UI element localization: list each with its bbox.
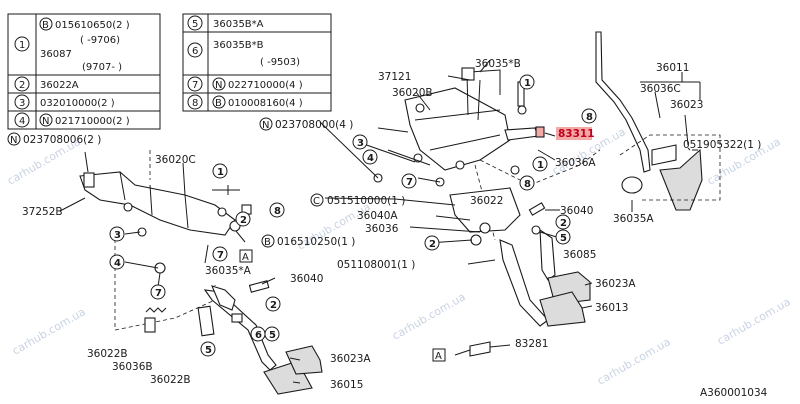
washer-marker: C [313,196,320,207]
part-number: 015610650(2 ) [55,20,130,31]
nut-marker: N [215,80,222,91]
callout-number: 5 [205,345,212,356]
part-label: 36013 [595,302,628,314]
diagram-code: A360001034 [700,387,768,399]
part-label: 36022B [150,374,191,386]
part-label: 36035*A [205,265,252,277]
part-number: (9707- ) [82,62,122,73]
part-label: 36020C [155,154,196,166]
part-label: 36020B [392,87,433,99]
callout-number: 3 [357,138,364,149]
part-label: 051510000(1 ) [327,195,405,207]
callout-number: 4 [114,258,121,269]
callout-number: 8 [274,206,281,217]
part-number: 010008160(4 ) [228,98,303,109]
part-label: 36011 [656,62,689,74]
bolt-marker: B [215,98,222,109]
callout-number: 1 [217,167,224,178]
watermark: carhub.com.ua [390,290,468,342]
callouts: 1 8 3 4 7 2 7 5 6 5 2 3 4 7 2 1 8 1 8 2 … [109,74,597,357]
part-label: 36035*B [475,58,521,70]
callout-number: 3 [19,98,25,109]
highlighted-part-label[interactable]: 83311 [558,128,595,140]
callout-number: 4 [367,153,374,164]
watermark: carhub.com.ua [595,335,673,387]
part-number: 022710000(4 ) [228,80,303,91]
part-label: 36023 [670,99,703,111]
callout-number: 7 [192,80,198,91]
callout-number: 6 [255,330,262,341]
callout-number: 8 [192,98,198,109]
part-label: 023708000(4 ) [275,119,353,131]
part-number: ( -9503) [260,57,300,68]
legend-table-left: 1 2 3 4 B 015610650(2 ) ( -9706) 36087 (… [7,13,161,130]
part-number: 032010000(2 ) [40,98,115,109]
callout-number: 5 [269,330,276,341]
callout-number: 2 [19,80,25,91]
part-label: 37121 [378,71,411,83]
callout-number: 3 [114,230,121,241]
nut-marker: N [42,116,49,127]
detail-a-leader [454,341,511,357]
callout-number: 1 [19,40,25,51]
accelerator-assembly [595,31,721,212]
part-label: 36023A [595,278,636,290]
part-label: 36036 [365,223,399,235]
center-pedal-assembly [319,59,601,327]
bolt-marker: B [264,237,271,248]
legend-table-right: 5 6 7 8 36035B*A 36035B*B ( -9503) N 022… [182,13,332,112]
part-number: 021710000(2 ) [55,116,130,127]
watermark: carhub.com.ua [715,295,793,347]
part-label: 36036B [112,361,153,373]
part-label: 051905322(1 ) [683,139,761,151]
part-number: 36022A [40,80,79,91]
part-label: 36022B [87,348,128,360]
part-number: 36035B*B [213,40,264,51]
callout-number: 7 [217,250,224,261]
callout-number: 2 [270,300,277,311]
left-pedal-assembly [59,150,323,395]
detail-a-box: A [242,252,249,263]
part-number: 36035B*A [213,19,264,30]
callout-number: 8 [524,179,531,190]
callout-number: 7 [406,177,413,188]
callout-number: 7 [155,288,162,299]
callout-number: 8 [586,112,593,123]
part-label: 37252B [22,206,63,218]
part-label: 023708006(2 ) [23,134,101,146]
part-label: 051108001(1 ) [337,259,415,271]
part-label: 36036A [555,157,596,169]
labels: N 023708006(2 ) 36020C 37252B B 01651025… [7,58,768,399]
callout-number: 2 [560,218,567,229]
part-label: 36035A [613,213,654,225]
part-label: 36023A [330,353,371,365]
part-label: 36022 [470,195,503,207]
nut-marker: N [10,135,17,146]
callout-number: 4 [19,116,25,127]
part-label: 36040 [560,205,593,217]
callout-number: 2 [240,215,247,226]
detail-a-box: A [435,351,442,362]
callout-number: 5 [192,19,198,30]
bolt-marker: B [42,20,49,31]
part-label: 36040 [290,273,323,285]
callout-number: 1 [524,78,531,89]
part-label: 016510250(1 ) [277,236,355,248]
watermark: carhub.com.ua [10,305,88,357]
part-label: 36036C [640,83,681,95]
part-label: 36085 [563,249,596,261]
nut-marker: N [262,120,269,131]
part-number: ( -9706) [80,35,120,46]
part-label: 83281 [515,338,548,350]
callout-number: 6 [192,46,198,57]
callout-number: 1 [537,160,544,171]
callout-number: 2 [429,239,436,250]
part-number: 36087 [40,49,72,60]
callout-number: 5 [560,233,567,244]
part-label: 36015 [330,379,363,391]
part-label: 36040A [357,210,398,222]
